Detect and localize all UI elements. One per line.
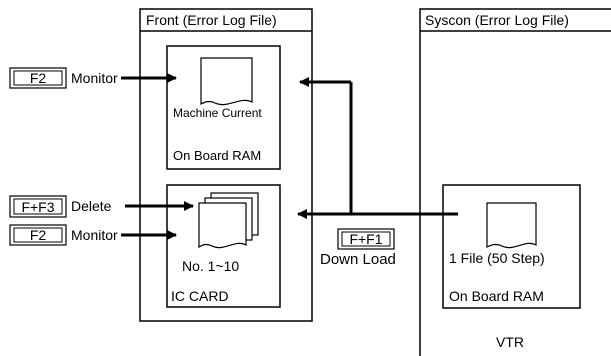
front-panel-title: Front (Error Log File): [146, 12, 277, 28]
document-icon: [486, 202, 537, 249]
syscon-panel-title: Syscon (Error Log File): [425, 12, 569, 28]
syscon-ram-file-label: 1 File (50 Step): [449, 250, 545, 266]
document-icon: [200, 57, 253, 106]
syscon-panel: Syscon (Error Log File): [419, 8, 611, 356]
download-key[interactable]: F+F1: [337, 228, 395, 250]
front-ram-label: On Board RAM: [173, 148, 261, 163]
key-cap-label: F2: [30, 70, 47, 86]
document-stack-icon: [198, 192, 259, 249]
download-label: Down Load: [320, 251, 396, 268]
monitor-key-bottom[interactable]: F2: [9, 224, 67, 246]
front-card-file-label: No. 1~10: [182, 258, 239, 274]
key-cap-label: F+F3: [21, 199, 54, 215]
monitor-label-bottom: Monitor: [71, 227, 118, 243]
vtr-label: VTR: [496, 334, 524, 350]
download-path: [297, 77, 458, 219]
front-panel: Front (Error Log File): [139, 8, 313, 322]
key-cap-label: F2: [30, 227, 47, 243]
delete-label: Delete: [71, 198, 112, 214]
front-card-label: IC CARD: [171, 288, 229, 304]
syscon-ram-label: On Board RAM: [449, 288, 544, 304]
front-ram-box: Machine Current On Board RAM: [166, 45, 281, 170]
monitor-key-top[interactable]: F2: [9, 67, 67, 89]
key-cap-label: F+F1: [349, 231, 382, 247]
monitor-label-top: Monitor: [71, 70, 118, 86]
front-ic-card-box: No. 1~10 IC CARD: [166, 184, 281, 308]
syscon-ram-box: 1 File (50 Step) On Board RAM: [442, 184, 581, 309]
front-ram-file-label: Machine Current: [173, 106, 262, 120]
delete-key[interactable]: F+F3: [9, 195, 67, 218]
